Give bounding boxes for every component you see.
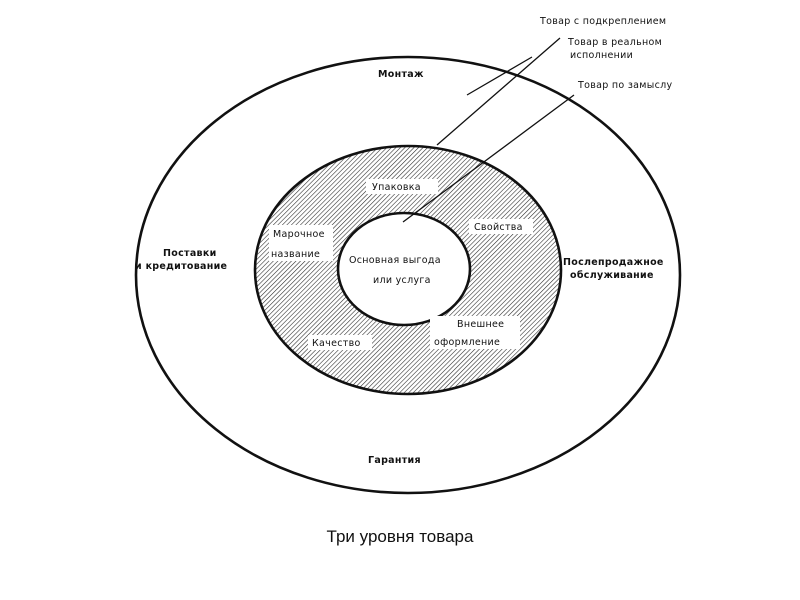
- quality-label-bg: [308, 335, 372, 350]
- label-installation: Монтаж: [378, 69, 424, 80]
- core-circle: [336, 211, 472, 327]
- label-after-sales-line2: обслуживание: [570, 270, 654, 281]
- label-actual-product-line1: Товар в реальном: [567, 37, 662, 48]
- label-quality: Качество: [312, 338, 361, 349]
- pointer-line-core: [402, 94, 575, 223]
- design-label-bg: [430, 316, 520, 349]
- label-warranty: Гарантия: [368, 455, 421, 466]
- label-brand-line1: Марочное: [273, 229, 325, 240]
- label-packaging: Упаковка: [372, 182, 421, 193]
- brand-label-bg: [269, 225, 333, 261]
- packaging-label-bg: [366, 179, 438, 194]
- label-core-product: Товар по замыслу: [577, 80, 672, 91]
- label-delivery-line1: Поставки: [163, 248, 217, 259]
- label-after-sales-line1: Послепродажное: [563, 257, 664, 268]
- label-design-line2: оформление: [434, 337, 500, 348]
- properties-label-bg: [469, 219, 533, 234]
- label-augmented-product: Товар с подкреплением: [539, 16, 666, 27]
- label-core-line2: или услуга: [373, 275, 431, 286]
- label-design-line1: Внешнее: [457, 319, 504, 330]
- label-delivery-line2: и кредитование: [135, 261, 227, 272]
- label-properties: Свойства: [474, 222, 523, 233]
- label-actual-product-line2: исполнении: [570, 50, 633, 61]
- figure-caption: Три уровня товара: [326, 527, 474, 546]
- label-brand-line2: название: [271, 249, 320, 260]
- pointer-line-actual: [436, 37, 561, 146]
- pointer-line-augmented: [466, 56, 533, 96]
- label-core-line1: Основная выгода: [349, 255, 441, 266]
